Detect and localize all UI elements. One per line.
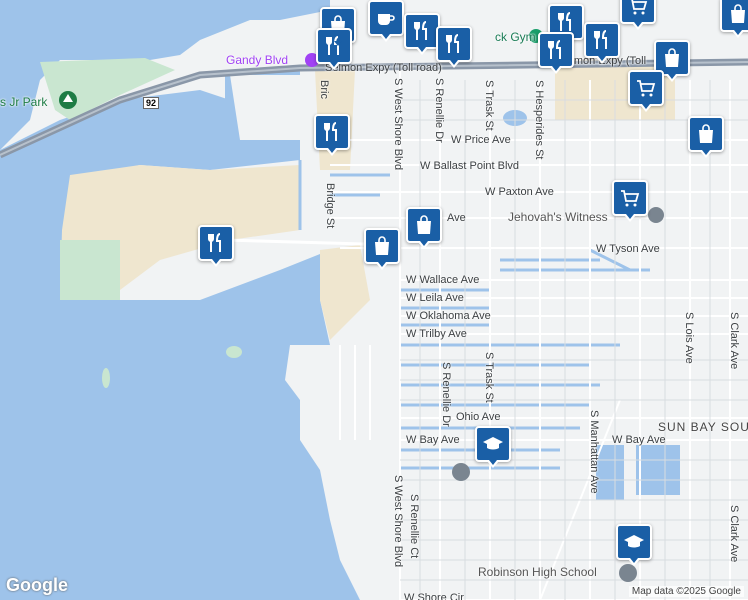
label-oklahoma-ave: W Oklahoma Ave xyxy=(406,310,491,322)
graduation-cap-icon xyxy=(483,437,503,450)
shopping-bag-icon xyxy=(375,236,389,255)
label-trask-top: S Trask St xyxy=(483,80,495,131)
label-price-ave: W Price Ave xyxy=(451,134,511,146)
coffee-cup-icon xyxy=(378,14,395,25)
restaurant-marker-1[interactable] xyxy=(404,13,440,55)
label-robinson-hs: Robinson High School xyxy=(478,565,597,579)
label-bridge-st: Bridge St xyxy=(324,183,336,229)
restaurant-marker-3[interactable] xyxy=(436,26,472,68)
label-wallace-ave: W Wallace Ave xyxy=(406,274,480,286)
label-trask-mid: S Trask St xyxy=(483,352,495,403)
label-ohio-ave: Ohio Ave xyxy=(456,411,501,423)
label-renellie-ct: S Renellie Ct xyxy=(408,494,420,559)
shopping-bag-icon xyxy=(699,124,713,143)
route-92-shield: 92 xyxy=(143,97,160,109)
label-leila-ave: W Leila Ave xyxy=(406,292,464,304)
label-renellie-mid: S Renellie Dr xyxy=(440,362,452,427)
fork-knife-icon xyxy=(548,40,561,59)
label-bric: Bric xyxy=(318,80,330,99)
label-gym: ck Gym xyxy=(495,30,536,44)
label-ballast-point: W Ballast Point Blvd xyxy=(420,160,520,172)
school-marker-2[interactable] xyxy=(616,524,652,566)
fork-knife-icon xyxy=(324,122,337,141)
cafe-marker[interactable] xyxy=(368,0,404,42)
label-bay-ave-right: W Bay Ave xyxy=(612,434,666,446)
label-tyson-ave: W Tyson Ave xyxy=(596,243,660,255)
graduation-cap-icon xyxy=(624,535,644,548)
cart-marker-3[interactable] xyxy=(612,180,648,222)
label-west-shore-top: S West Shore Blvd xyxy=(392,78,404,171)
shopping-cart-icon xyxy=(637,80,656,97)
label-park: s Jr Park xyxy=(0,95,48,109)
shopping-bag-marker-2[interactable] xyxy=(654,40,690,82)
label-west-shore-bottom: S West Shore Blvd xyxy=(392,475,404,568)
label-selmon-expy: Selmon Expy (Toll road) xyxy=(325,62,442,74)
shopping-cart-icon xyxy=(621,190,640,207)
fork-knife-icon xyxy=(208,233,221,252)
label-jehovah: Jehovah's Witness xyxy=(508,210,608,224)
restaurant-marker-5[interactable] xyxy=(584,22,620,64)
google-logo: Google xyxy=(6,575,68,595)
shopping-bag-marker-5[interactable] xyxy=(364,228,400,270)
fork-knife-icon xyxy=(594,30,607,49)
label-clark-top: S Clark Ave xyxy=(728,312,740,370)
label-paxton-ave: W Paxton Ave xyxy=(485,186,554,198)
cart-marker-top[interactable] xyxy=(620,0,656,30)
fork-knife-icon xyxy=(326,36,339,55)
shopping-bag-marker-top-right[interactable] xyxy=(720,0,748,38)
label-shore-cir: W Shore Cir xyxy=(404,592,464,600)
fork-knife-icon xyxy=(414,21,427,40)
label-bay-ave-left: W Bay Ave xyxy=(406,434,460,446)
cart-marker-2[interactable] xyxy=(628,70,664,112)
label-lois: S Lois Ave xyxy=(683,312,695,364)
shopping-cart-icon xyxy=(631,0,648,15)
restaurant-marker-7[interactable] xyxy=(314,114,350,156)
shopping-bag-marker-3[interactable] xyxy=(688,116,724,158)
shopping-bag-icon xyxy=(417,215,431,234)
shopping-bag-icon xyxy=(665,48,679,67)
label-gandy-blvd: Gandy Blvd xyxy=(226,53,289,67)
restaurant-marker-8[interactable] xyxy=(198,225,234,267)
label-hesperides: S Hesperides St xyxy=(533,80,545,160)
map-attribution[interactable]: Map data ©2025 Google xyxy=(628,586,744,597)
label-clark-bottom: S Clark Ave xyxy=(728,505,740,563)
label-ave-fragment: Ave xyxy=(447,212,466,224)
label-trilby-ave: W Trilby Ave xyxy=(406,328,467,340)
fork-knife-icon xyxy=(558,12,571,31)
school-marker-1[interactable] xyxy=(475,426,511,468)
shopping-bag-icon xyxy=(731,4,745,23)
label-renellie-top: S Renellie Dr xyxy=(433,78,445,143)
label-sun-bay: SUN BAY SOU xyxy=(658,420,748,434)
shopping-bag-marker-4[interactable] xyxy=(406,207,442,249)
fork-knife-icon xyxy=(446,34,459,53)
label-manhattan: S Manhattan Ave xyxy=(588,410,600,494)
restaurant-marker-2[interactable] xyxy=(316,28,352,70)
